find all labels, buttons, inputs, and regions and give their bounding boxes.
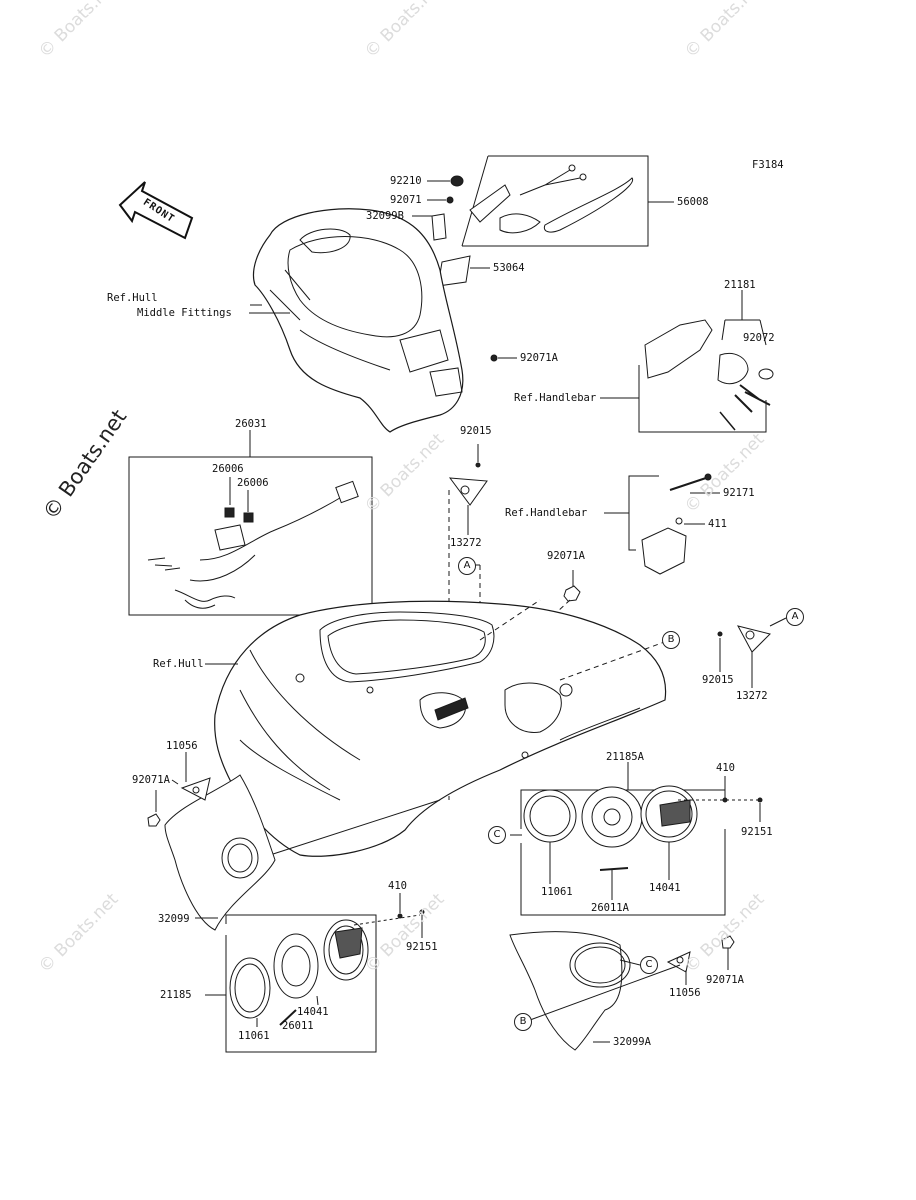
part-label: 13272 (450, 537, 482, 549)
harness-26031 (147, 480, 359, 609)
part-label: 92072 (743, 332, 775, 344)
part-label: 92071A (132, 774, 170, 786)
switch-assembly-21181 (644, 319, 774, 431)
part-label: 14041 (297, 1006, 329, 1018)
part-label: 32099 (158, 913, 190, 925)
speaker-housing-32099A (509, 931, 735, 1051)
part-label: 92015 (460, 425, 492, 437)
part-label: 14041 (649, 882, 681, 894)
part-label: 13272 (736, 690, 768, 702)
callout-a: A (458, 557, 476, 575)
part-label: 53064 (493, 262, 525, 274)
part-label: 411 (708, 518, 727, 530)
part-label: 11061 (541, 886, 573, 898)
part-label: 26006 (237, 477, 269, 489)
part-label: 92151 (406, 941, 438, 953)
part-label: 11056 (669, 987, 701, 999)
main-hull (214, 600, 667, 857)
part-label: 92071A (547, 550, 585, 562)
cap-92210 (450, 175, 464, 187)
speaker-21185A (523, 785, 698, 871)
part-label: 26011 (282, 1020, 314, 1032)
upper-console (252, 208, 464, 433)
ref-label: Ref.Handlebar (505, 507, 588, 519)
switch-92171-group (641, 473, 712, 575)
ref-label: Ref.Handlebar (514, 392, 597, 404)
part-label: 410 (716, 762, 735, 774)
bracket-13272-right (737, 625, 771, 653)
part-label: 92171 (723, 487, 755, 499)
part-label: 410 (388, 880, 407, 892)
part-label: 11056 (166, 740, 198, 752)
figure-code: F3184 (752, 159, 784, 171)
part-label: 92210 (390, 175, 422, 187)
part-label: 26011A (591, 902, 629, 914)
part-label: 11061 (238, 1030, 270, 1042)
part-label: 56008 (677, 196, 709, 208)
ref-label: Ref.Hull (153, 658, 204, 670)
speaker-21185 (229, 919, 369, 1026)
callout-c: C (640, 956, 658, 974)
callout-c: C (488, 826, 506, 844)
part-label: 92071A (706, 974, 744, 986)
part-label: 92151 (741, 826, 773, 838)
callout-b: B (514, 1013, 532, 1031)
front-arrow-icon (118, 181, 194, 240)
callout-b: B (662, 631, 680, 649)
part-label: 26006 (212, 463, 244, 475)
ref-label: Ref.Hull (107, 292, 158, 304)
part-label: 32099B (366, 210, 404, 222)
part-label: 26031 (235, 418, 267, 430)
part-label: 92015 (702, 674, 734, 686)
part-label: 21185A (606, 751, 644, 763)
part-label: 92071 (390, 194, 422, 206)
part-label: 32099A (613, 1036, 651, 1048)
callout-a: A (786, 608, 804, 626)
part-label: 21181 (724, 279, 756, 291)
ref-label: Middle Fittings (137, 307, 232, 319)
part-label: 92071A (520, 352, 558, 364)
speaker-housing-32099 (147, 774, 276, 931)
part-label: 21185 (160, 989, 192, 1001)
kit-box-56008 (462, 155, 649, 247)
wire-harness-56008 (469, 164, 634, 234)
